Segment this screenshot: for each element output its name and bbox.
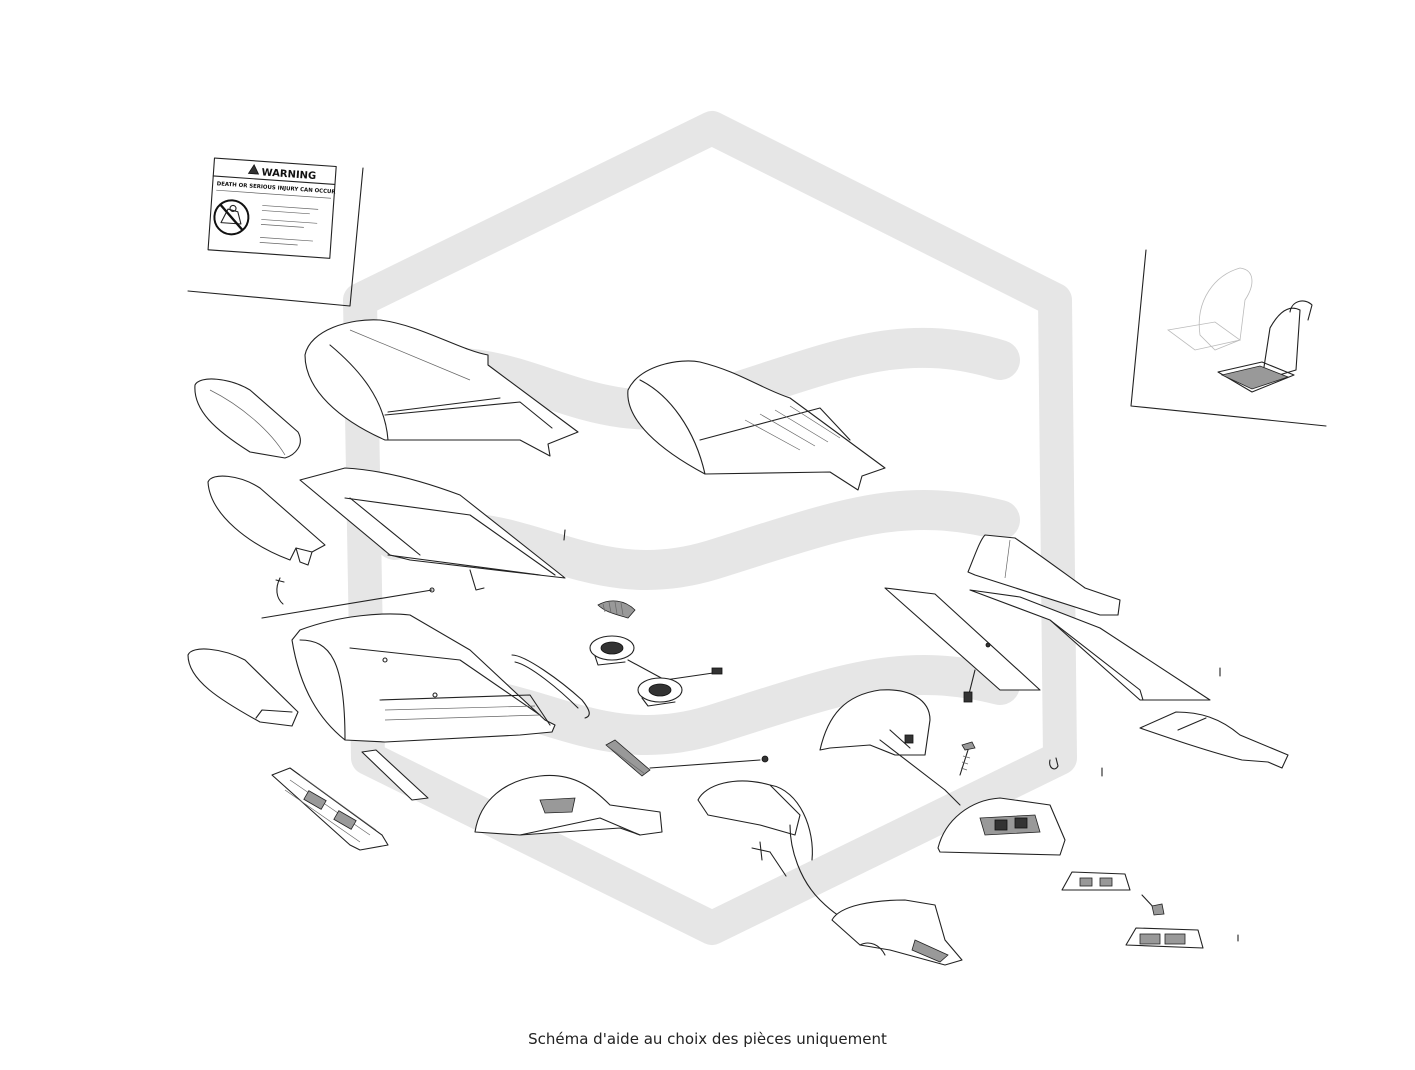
- clip-part: [275, 577, 285, 605]
- warning-title: WARNING: [261, 167, 316, 182]
- base-tray-part: [271, 767, 389, 851]
- warning-label: WARNING DEATH OR SERIOUS INJURY CAN OCCU…: [207, 157, 337, 259]
- bolster-pad-upper: [194, 378, 301, 459]
- seatback-cover-part: [304, 319, 579, 457]
- bolt-part: [959, 741, 976, 776]
- trim-strip-part: [361, 749, 429, 801]
- trim-panel-part: [1139, 711, 1289, 769]
- lower-shield-part: [831, 899, 963, 966]
- warning-triangle-icon: [247, 163, 260, 175]
- side-shield-part: [474, 774, 663, 836]
- bolster-pad-middle: [207, 475, 326, 566]
- side-pad-part: [967, 534, 1121, 616]
- speaker-part-2: [637, 677, 683, 707]
- seat-location-thumbnail: [1130, 249, 1327, 427]
- cushion-frame-part: [291, 613, 556, 743]
- cushion-board-part: [884, 587, 1041, 703]
- lever-handle-part: [1061, 871, 1131, 891]
- screw-part: [1141, 894, 1165, 916]
- bolster-pad-lower: [187, 648, 299, 727]
- clip-part-right: [1049, 757, 1103, 777]
- harness-hook-part: [511, 654, 590, 719]
- grille-part: [597, 600, 636, 619]
- outer-shield-part: [819, 689, 961, 806]
- seatback-panel-part: [299, 467, 566, 591]
- switch-bezel-part: [1125, 927, 1239, 949]
- diagram-caption: Schéma d'aide au choix des pièces unique…: [528, 1030, 887, 1048]
- recliner-cover-part: [937, 797, 1066, 856]
- speaker-part: [589, 635, 723, 681]
- connector-part: [605, 739, 769, 777]
- back-board-part: [969, 589, 1221, 701]
- rod-wire-part: [261, 587, 435, 619]
- no-child-seat-icon: [213, 199, 250, 236]
- warning-label-panel: WARNING DEATH OR SERIOUS INJURY CAN OCCU…: [187, 157, 364, 307]
- cushion-cover-part: [627, 360, 886, 491]
